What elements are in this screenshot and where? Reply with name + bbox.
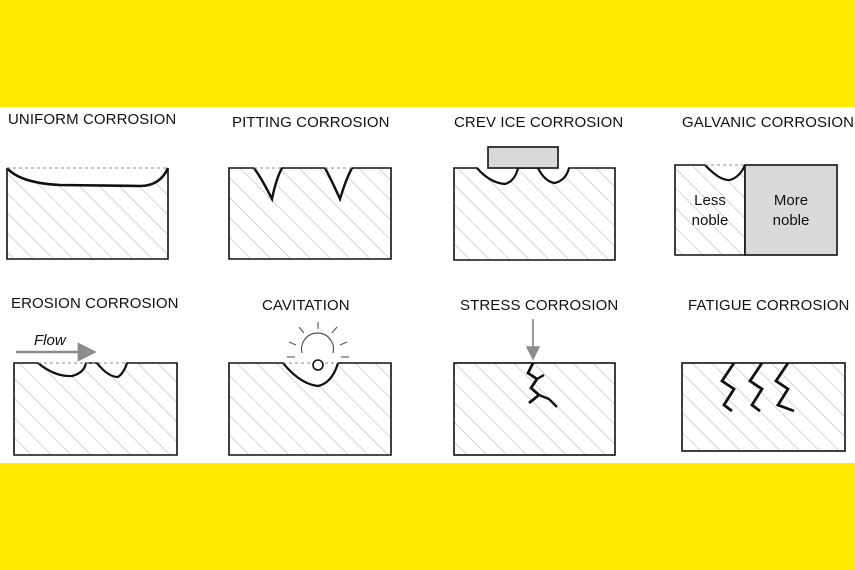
fatigue-corrosion-title: FATIGUE CORROSION [688, 297, 850, 314]
corrosion-illustrations [6, 146, 846, 456]
cavitation-title: CAVITATION [262, 297, 350, 314]
uniform-corrosion-figure [6, 167, 170, 260]
more-noble-label: More noble [772, 192, 810, 229]
erosion-corrosion-figure [13, 342, 178, 456]
stress-corrosion-title: STRESS CORROSION [460, 297, 619, 314]
erosion-corrosion-title: EROSION CORROSION [11, 295, 179, 312]
crevice-corrosion-title: CREV ICE CORROSION [454, 114, 624, 131]
crevice-corrosion-figure [453, 146, 616, 261]
galvanic-corrosion-title: GALVANIC CORROSION [682, 114, 855, 131]
pitting-corrosion-figure [228, 167, 392, 260]
cavitation-figure [228, 322, 392, 456]
galvanic-corrosion-figure [674, 164, 838, 256]
top-yellow-band [0, 0, 855, 107]
flow-label: Flow [34, 332, 66, 349]
uniform-corrosion-title: UNIFORM CORROSION [8, 111, 177, 128]
stress-corrosion-figure [453, 319, 616, 456]
less-noble-label: Less noble [691, 192, 729, 229]
bottom-yellow-band [0, 463, 855, 570]
fatigue-corrosion-figure [681, 362, 846, 452]
pitting-corrosion-title: PITTING CORROSION [232, 114, 390, 131]
